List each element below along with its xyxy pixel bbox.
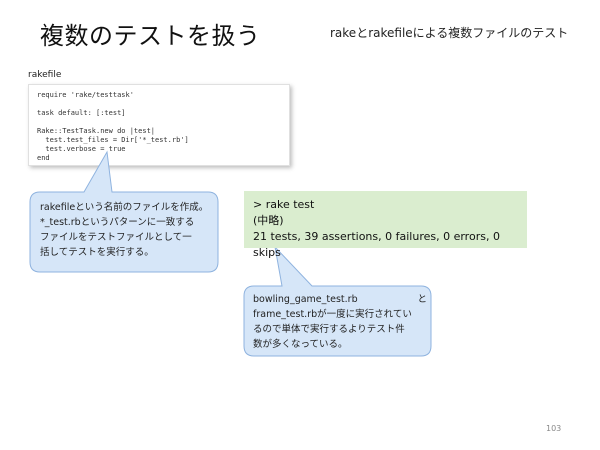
code-box: require 'rake/testtask' task default: [:… xyxy=(28,84,290,166)
callout-left-line: 括してテストを実行する。 xyxy=(40,247,154,258)
result-box: > rake test (中略) 21 tests, 39 assertions… xyxy=(244,191,527,259)
callout-right-line: frame_test.rbが一度に実行されてい xyxy=(253,309,412,320)
callout-right-filename: bowling_game_test.rb xyxy=(253,294,358,305)
result-summary: 21 tests, 39 assertions, 0 failures, 0 e… xyxy=(253,230,500,259)
callout-right-text: bowling_game_test.rb と frame_test.rbが一度に… xyxy=(253,292,427,352)
rakefile-code: require 'rake/testtask' task default: [:… xyxy=(37,91,189,162)
callout-left-line: rakefileという名前のファイルを作成。 xyxy=(40,202,209,213)
slide-title: 複数のテストを扱う xyxy=(40,22,261,50)
callout-right-line: るので単体で実行するよりテスト件 xyxy=(253,324,405,335)
callout-left-line: ファイルをテストファイルとして一 xyxy=(40,232,192,243)
result-command: > rake test xyxy=(253,198,315,211)
result-omitted: (中略) xyxy=(253,214,284,227)
callout-left-line: *_test.rbというパターンに一致する xyxy=(40,217,195,228)
rakefile-label: rakefile xyxy=(28,70,62,80)
page-number: 103 xyxy=(546,424,562,433)
callout-right-line: 数が多くなっている。 xyxy=(253,339,348,350)
slide-subtitle: rakeとrakefileによる複数ファイルのテスト xyxy=(330,26,569,40)
callout-left-text: rakefileという名前のファイルを作成。 *_test.rbというパターンに… xyxy=(40,200,218,260)
callout-right-particle: と xyxy=(417,294,427,305)
callout-right-first-row: bowling_game_test.rb と xyxy=(253,292,427,307)
